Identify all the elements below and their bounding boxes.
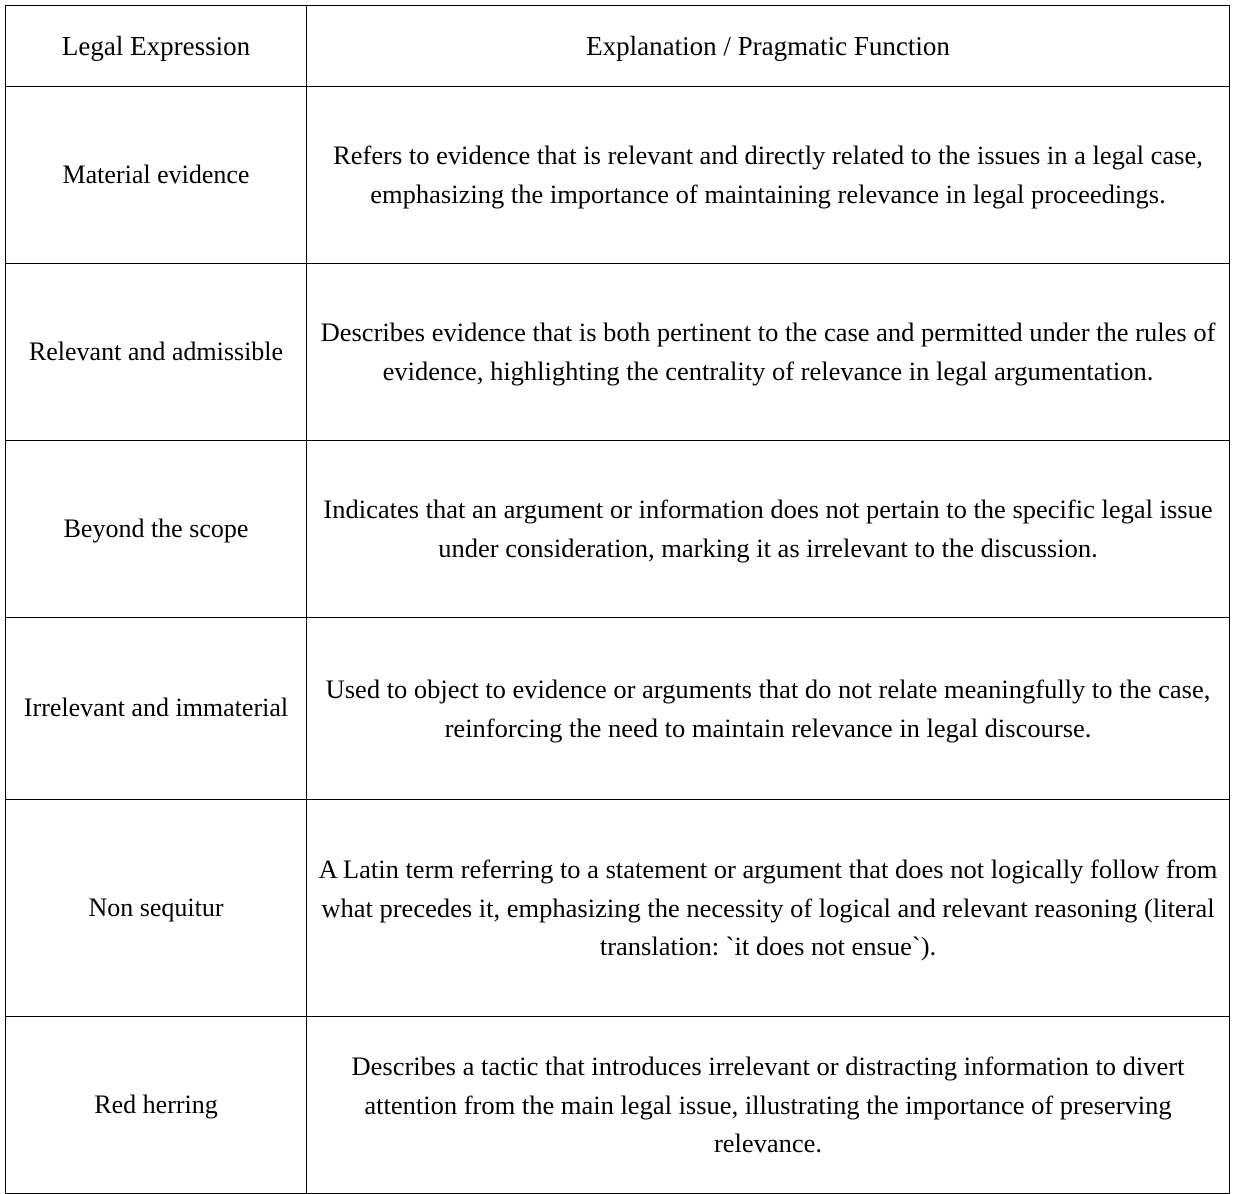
cell-term: Beyond the scope: [5, 440, 307, 618]
cell-term: Non sequitur: [5, 799, 307, 1017]
cell-term: Irrelevant and immaterial: [5, 617, 307, 800]
table-row: Relevant and admissible Describes eviden…: [5, 263, 1230, 441]
cell-explanation: Used to object to evidence or arguments …: [306, 617, 1230, 800]
column-header-explanation: Explanation / Pragmatic Function: [306, 5, 1230, 87]
table-row: Beyond the scope Indicates that an argum…: [5, 440, 1230, 618]
table-row: Red herring Describes a tactic that intr…: [5, 1016, 1230, 1194]
table-header-row: Legal Expression Explanation / Pragmatic…: [5, 5, 1230, 87]
cell-explanation: Indicates that an argument or informatio…: [306, 440, 1230, 618]
table-row: Irrelevant and immaterial Used to object…: [5, 617, 1230, 800]
column-header-legal-expression: Legal Expression: [5, 5, 307, 87]
cell-term: Red herring: [5, 1016, 307, 1194]
legal-expressions-table: Legal Expression Explanation / Pragmatic…: [5, 5, 1230, 1194]
table-row: Non sequitur A Latin term referring to a…: [5, 799, 1230, 1017]
cell-explanation: Describes evidence that is both pertinen…: [306, 263, 1230, 441]
document-page: Legal Expression Explanation / Pragmatic…: [5, 5, 1230, 1194]
cell-term: Material evidence: [5, 86, 307, 264]
cell-explanation: Describes a tactic that introduces irrel…: [306, 1016, 1230, 1194]
table-row: Material evidence Refers to evidence tha…: [5, 86, 1230, 264]
cell-explanation: Refers to evidence that is relevant and …: [306, 86, 1230, 264]
cell-explanation: A Latin term referring to a statement or…: [306, 799, 1230, 1017]
cell-term: Relevant and admissible: [5, 263, 307, 441]
